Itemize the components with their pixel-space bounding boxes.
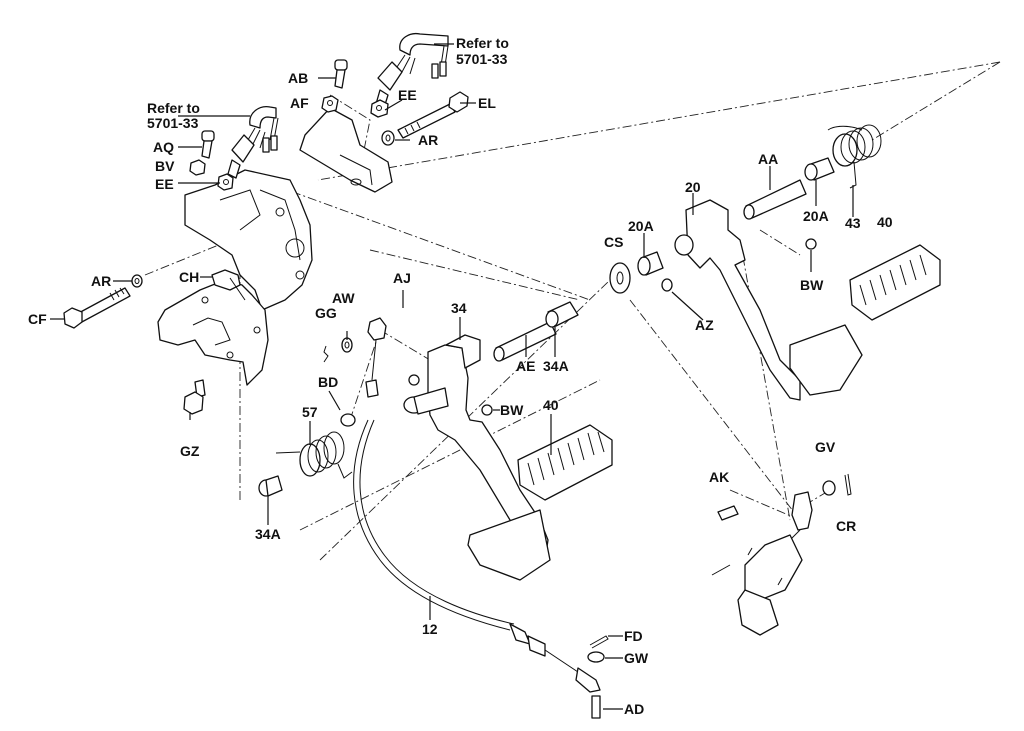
callout-bw-mid: BW <box>500 402 524 418</box>
bushing-az <box>661 278 673 292</box>
callout-gv: GV <box>815 439 836 455</box>
washer-aw <box>341 337 353 353</box>
pedal-pad-40-mid <box>517 424 613 501</box>
nut-bw-right <box>805 238 817 250</box>
washer-cs <box>609 262 631 294</box>
callout-el: EL <box>478 95 496 111</box>
bushing-20a-mid <box>637 251 664 276</box>
callout-aj: AJ <box>393 270 411 286</box>
callout-aw: AW <box>332 290 355 306</box>
pin-ad <box>591 695 601 719</box>
nut-ee-left <box>217 173 234 191</box>
callout-34: 34 <box>451 300 467 316</box>
washer-ar-top <box>381 130 395 146</box>
nut-bv <box>189 159 206 176</box>
callout-bw-right: BW <box>800 277 824 293</box>
bolt-el <box>397 91 469 139</box>
bushing-bd <box>340 413 356 427</box>
callout-gg: GG <box>315 305 337 321</box>
lower-mounting-plate <box>157 279 269 386</box>
callout-20a-right: 20A <box>803 208 829 224</box>
bushing-34a-left <box>258 475 283 497</box>
bolt-ab <box>334 59 348 89</box>
pedal-pad-40-right <box>849 244 941 321</box>
callout-ee-left: EE <box>155 176 174 192</box>
callout-cs: CS <box>604 234 623 250</box>
callout-57: 57 <box>302 404 318 420</box>
callout-34a-left: 34A <box>255 526 281 542</box>
bolt-cf <box>63 287 131 329</box>
clip-ch <box>211 269 246 301</box>
callout-ch: CH <box>179 269 199 285</box>
callout-bd: BD <box>318 374 338 390</box>
clutch-cable-12 <box>353 419 601 693</box>
bolt-gz <box>183 379 206 415</box>
callout-ar-top: AR <box>418 132 438 148</box>
bolt-aq <box>201 130 215 159</box>
callout-af: AF <box>290 95 309 111</box>
callout-12: 12 <box>422 621 438 637</box>
leader-lines <box>50 43 854 710</box>
washer-gv <box>822 480 836 496</box>
clevis <box>365 317 387 398</box>
callout-ad: AD <box>624 701 644 717</box>
bushing-20a-right <box>804 157 835 181</box>
pin-fd <box>589 635 609 649</box>
spring-43 <box>827 124 882 189</box>
main-pedal-bracket <box>184 169 313 311</box>
callout-40-mid: 40 <box>543 397 559 413</box>
clip-gg <box>323 345 329 363</box>
nut-bw-mid <box>481 404 493 416</box>
callout-ee-top: EE <box>398 87 417 103</box>
callout-ar-left: AR <box>91 273 111 289</box>
upper-mounting-bracket <box>299 107 393 193</box>
callout-az: AZ <box>695 317 714 333</box>
callout-aa: AA <box>758 151 778 167</box>
callout-bv: BV <box>155 158 175 174</box>
callout-refer-top-line1: Refer to <box>456 35 509 51</box>
callout-cr: CR <box>836 518 856 534</box>
nut-ee-top <box>370 99 389 118</box>
callout-ak: AK <box>709 469 729 485</box>
callout-labels: Refer to 5701-33 AB AF EE EL AR Refer to… <box>28 35 893 717</box>
callout-40-right: 40 <box>877 214 893 230</box>
callout-gw: GW <box>624 650 649 666</box>
clutch-pedal-34 <box>403 334 551 581</box>
master-cylinder <box>711 491 813 636</box>
callout-ab: AB <box>288 70 308 86</box>
callout-fd: FD <box>624 628 643 644</box>
callout-43: 43 <box>845 215 861 231</box>
callout-refer-left-line2: 5701-33 <box>147 115 199 131</box>
callout-ae: AE <box>516 358 535 374</box>
callout-20a-mid: 20A <box>628 218 654 234</box>
callout-aq: AQ <box>153 139 174 155</box>
nut-af <box>321 95 339 113</box>
washer-ar-left <box>131 274 143 288</box>
shaft-aa <box>743 179 807 220</box>
callout-refer-top-line2: 5701-33 <box>456 51 508 67</box>
pin-cr <box>844 473 852 496</box>
bushing-34a-mid <box>545 301 579 328</box>
brake-light-switch-left <box>227 106 279 179</box>
callout-cf: CF <box>28 311 47 327</box>
brake-pedal-20 <box>674 199 863 401</box>
callout-34a-mid: 34A <box>543 358 569 374</box>
washer-gw <box>587 651 605 663</box>
pin-ak <box>717 505 739 521</box>
spring-57 <box>275 431 353 479</box>
callout-20: 20 <box>685 179 701 195</box>
callout-gz: GZ <box>180 443 200 459</box>
callout-refer-left-line1: Refer to <box>147 100 200 116</box>
